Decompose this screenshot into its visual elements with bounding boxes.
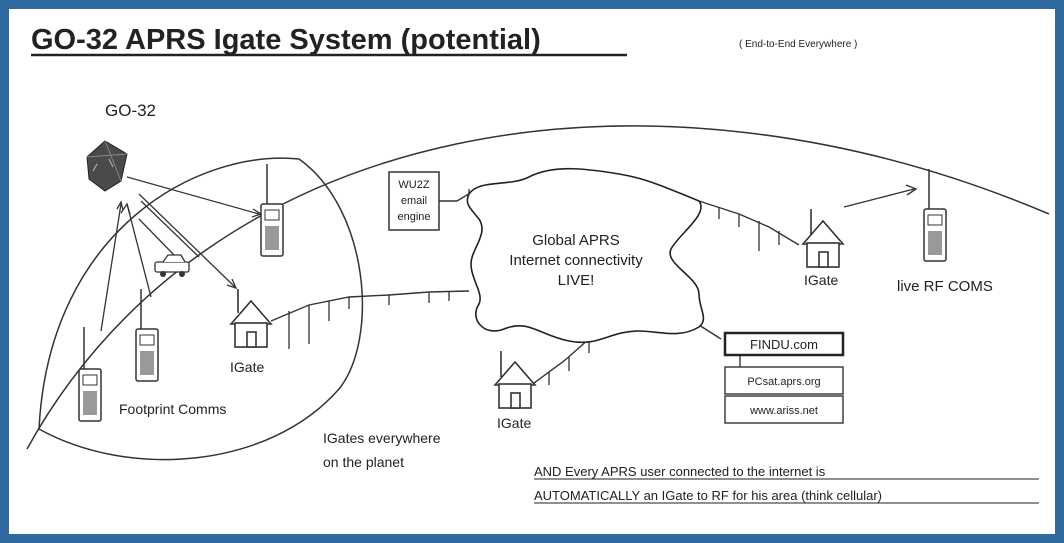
diagram-svg: GO-32 APRS Igate System (potential) ( En… — [26, 24, 1050, 504]
cloud-line-2: Internet connectivity — [509, 252, 643, 269]
email-engine-line-3: engine — [397, 211, 430, 223]
satellite-links — [100, 176, 263, 332]
igate-right-label: IGate — [804, 272, 838, 288]
page-title: GO-32 APRS Igate System (potential) — [31, 24, 541, 56]
house-icon-left — [229, 289, 273, 348]
pcsat-label: PCsat.aprs.org — [747, 376, 820, 388]
footprint-circle — [38, 157, 364, 461]
radio-icon-right — [923, 169, 947, 262]
house-icon-right — [801, 209, 845, 268]
mast-ticks — [288, 189, 780, 385]
ariss-label: www.ariss.net — [749, 405, 818, 417]
cloud-line-1: Global APRS — [532, 232, 620, 249]
footprint-label: Footprint Comms — [119, 401, 226, 417]
ariss-box — [724, 395, 844, 424]
satellite-label: GO-32 — [105, 101, 156, 120]
findu-box — [723, 331, 845, 357]
cloud-line-3: LIVE! — [558, 272, 595, 289]
findu-label: FINDU.com — [750, 337, 818, 352]
satellite-icon — [86, 140, 128, 192]
earth-horizon-arc — [26, 125, 1050, 450]
radio-icon-left — [78, 327, 102, 422]
note-line-1: AND Every APRS user connected to the int… — [534, 464, 826, 479]
subtitle: ( End-to-End Everywhere ) — [739, 39, 857, 50]
igates-everywhere-line-1: IGates everywhere — [323, 430, 441, 446]
radio-icon-middle — [135, 289, 159, 382]
note-line-2: AUTOMATICALLY an IGate to RF for his are… — [534, 488, 882, 503]
pcsat-box — [724, 366, 844, 395]
car-icon — [154, 254, 190, 277]
email-engine-line-1: WU2Z — [398, 179, 429, 191]
house-icon-bottom — [493, 351, 537, 409]
email-engine-line-2: email — [401, 195, 427, 207]
live-rf-label: live RF COMS — [897, 278, 993, 295]
radio-icon-top — [260, 164, 284, 257]
igate-bottom-label: IGate — [497, 415, 531, 431]
igate-left-label: IGate — [230, 359, 264, 375]
igates-everywhere-line-2: on the planet — [323, 454, 404, 470]
internet-cloud — [466, 167, 705, 344]
diagram-canvas: GO-32 APRS Igate System (potential) ( En… — [9, 9, 1055, 534]
